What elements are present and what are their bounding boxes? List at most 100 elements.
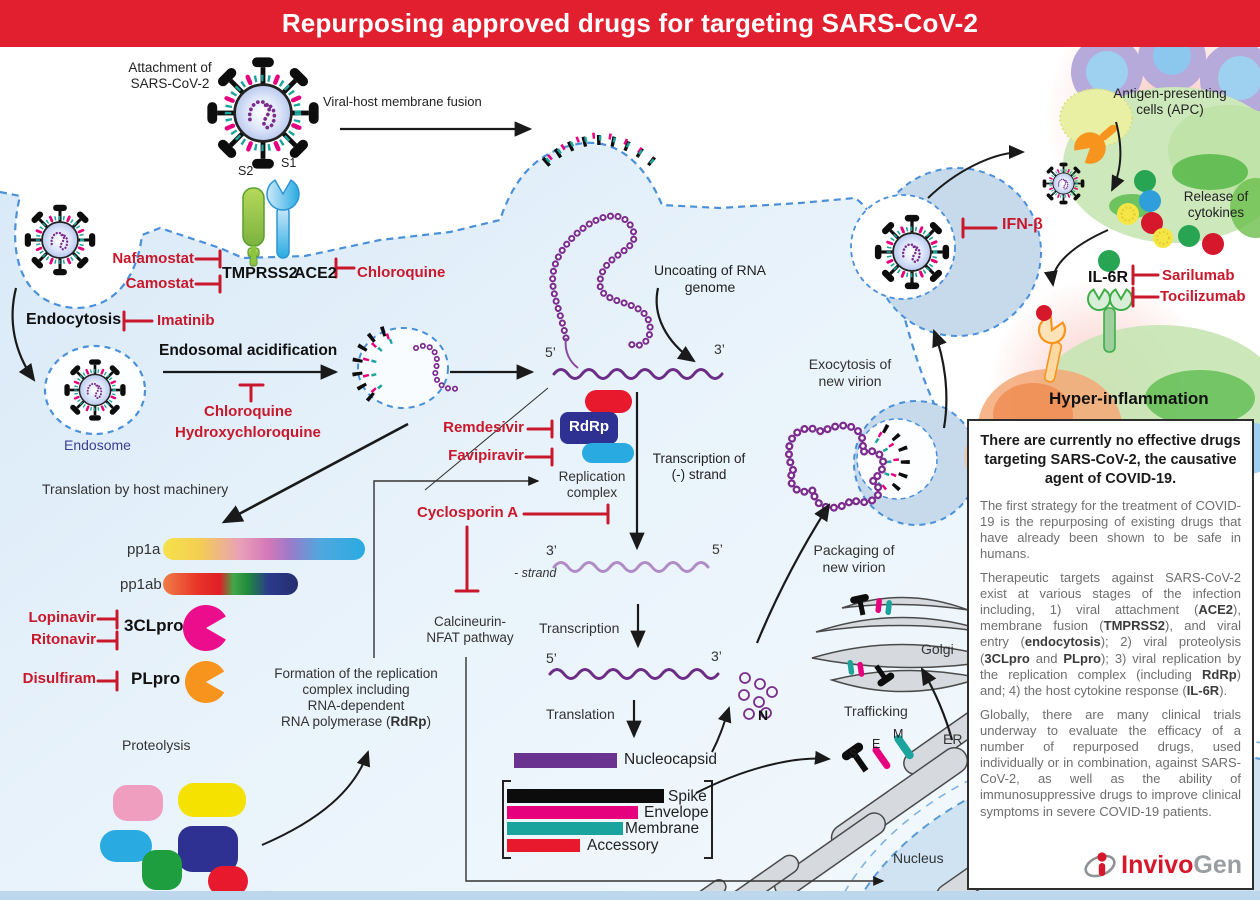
s1-label: S1 — [281, 156, 297, 170]
drug-imatinib: Imatinib — [157, 312, 215, 329]
info-box-heading: There are currently no effective drugs t… — [980, 433, 1241, 487]
three-prime-1: 3’ — [714, 341, 725, 357]
pp1ab-label: pp1ab — [120, 576, 162, 593]
trafficking-label: Trafficking — [844, 703, 908, 719]
transcription-label: Transcription — [539, 620, 620, 636]
cytokine-dots — [1098, 170, 1224, 272]
rna-strands — [548, 368, 724, 680]
calcineurin-label: Calcineurin- NFAT pathway — [426, 614, 514, 645]
membrane-label: Membrane — [625, 820, 700, 837]
n-proteins — [738, 672, 778, 720]
ace2-receptor — [266, 179, 300, 259]
rdrp-complex — [560, 390, 634, 463]
endosomal-acidification-label: Endosomal acidification — [159, 342, 338, 359]
e-protein-label: E — [872, 737, 881, 751]
drug-remdesivir: Remdesivir — [443, 419, 524, 436]
drug-cyclosporin: Cyclosporin A — [417, 504, 519, 521]
m-protein-label: M — [893, 727, 904, 741]
virus-endocytosis — [25, 205, 95, 275]
plpro-protease — [185, 661, 225, 704]
inhibition-lines — [96, 217, 1160, 692]
il6r-receptor — [1087, 288, 1133, 353]
five-prime-2: 5’ — [712, 541, 723, 557]
endocytosis-label: Endocytosis — [26, 311, 122, 328]
drug-sarilumab: Sarilumab — [1162, 267, 1235, 284]
attachment-label: Attachment of SARS-CoV-2 — [128, 60, 212, 91]
replication-complex-label: Replication complex — [558, 469, 626, 500]
drug-tocilizumab: Tocilizumab — [1160, 288, 1246, 305]
s2-label: S2 — [238, 164, 254, 178]
golgi-spike-proteins — [847, 594, 895, 687]
transcription-neg-label: Transcription of (-) strand — [652, 451, 746, 482]
drug-ifn-beta: IFN-β — [1002, 216, 1043, 233]
tmprss2-label: TMPRSS2 — [222, 265, 298, 282]
logo-text-gen: Gen — [1193, 850, 1242, 879]
info-box: There are currently no effective drugs t… — [967, 419, 1254, 890]
exocytosis-pocket — [850, 167, 1042, 337]
thin-connectors — [373, 387, 885, 886]
packaging-label: Packaging of new virion — [813, 542, 895, 575]
invivogen-logo-icon — [1084, 852, 1116, 878]
cytokine-receptor-orange — [1036, 305, 1067, 383]
drug-disulfiram: Disulfiram — [22, 670, 96, 687]
translation-host-label: Translation by host machinery — [42, 481, 229, 497]
minus-strand-label: - strand — [514, 566, 557, 580]
fusion-label: Viral-host membrane fusion — [323, 94, 482, 109]
drug-chloroquine-entry: Chloroquine — [357, 264, 446, 281]
pp1a-bar — [163, 538, 365, 560]
three-prime-3: 3’ — [711, 648, 722, 664]
sem-proteins-on-er — [841, 734, 914, 773]
release-cytokines-label: Release of cytokines — [1183, 189, 1249, 220]
title-band: Repurposing approved drugs for targeting… — [0, 0, 1260, 47]
drug-nafamostat: Nafamostat — [112, 250, 194, 267]
drug-camostat: Camostat — [125, 275, 194, 292]
virus-sars-cov-2 — [207, 57, 318, 168]
logo-text-invivo: Invivo — [1121, 850, 1194, 879]
plpro-label: PLpro — [131, 669, 181, 688]
translation-label: Translation — [546, 706, 615, 722]
virus-at-apc — [1041, 161, 1086, 206]
page-title: Repurposing approved drugs for targeting… — [281, 8, 979, 38]
er-label: ER — [943, 731, 963, 747]
pathway-arrows — [11, 121, 1125, 846]
proteolysis-fragments — [100, 783, 248, 896]
packaging-pocket — [853, 400, 979, 526]
apc-receptor — [1074, 124, 1117, 164]
ace2-label: ACE2 — [294, 265, 337, 282]
accessory-label: Accessory — [587, 837, 659, 854]
genome-being-packaged — [784, 421, 888, 512]
bottom-strip — [0, 891, 1260, 900]
three-prime-2: 3’ — [546, 542, 557, 558]
five-prime-3: 5’ — [546, 650, 557, 666]
drug-favipiravir: Favipiravir — [448, 447, 524, 464]
drug-chloroquine-endosome: Chloroquine — [204, 403, 293, 420]
formation-label: Formation of the replication complex inc… — [274, 666, 438, 729]
s-protein-label: S — [849, 747, 858, 761]
info-box-paragraph-1: The first strategy for the treatment of … — [980, 497, 1241, 561]
envelope-label: Envelope — [644, 804, 709, 821]
uncoating-label: Uncoating of RNA genome — [653, 262, 767, 295]
nucleocapsid-label: Nucleocapsid — [624, 751, 718, 768]
drug-lopinavir: Lopinavir — [28, 609, 96, 626]
proteolysis-label: Proteolysis — [122, 737, 191, 753]
drug-ritonavir: Ritonavir — [30, 631, 96, 648]
endosome — [43, 344, 147, 436]
info-box-paragraph-2: Therapeutic targets against SARS-CoV-2 e… — [980, 569, 1241, 698]
fusion-site — [541, 132, 660, 369]
pp1ab-bar — [163, 573, 298, 595]
nucleus-label: Nucleus — [893, 850, 944, 866]
pp1a-label: pp1a — [127, 541, 161, 558]
info-box-paragraph-3: Globally, there are many clinical trials… — [980, 706, 1241, 819]
golgi-label: Golgi — [921, 641, 954, 657]
rdrp-label: RdRp — [569, 418, 609, 435]
drug-hydroxychloroquine: Hydroxychloroquine — [175, 424, 321, 441]
endosome-label: Endosome — [64, 437, 131, 453]
3clpro-label: 3CLpro — [124, 616, 184, 635]
tmprss2-receptor — [242, 187, 265, 267]
3clpro-protease — [182, 604, 226, 651]
structural-protein-bars — [502, 753, 713, 859]
apc-label: Antigen-presenting cells (APC) — [1113, 86, 1227, 117]
